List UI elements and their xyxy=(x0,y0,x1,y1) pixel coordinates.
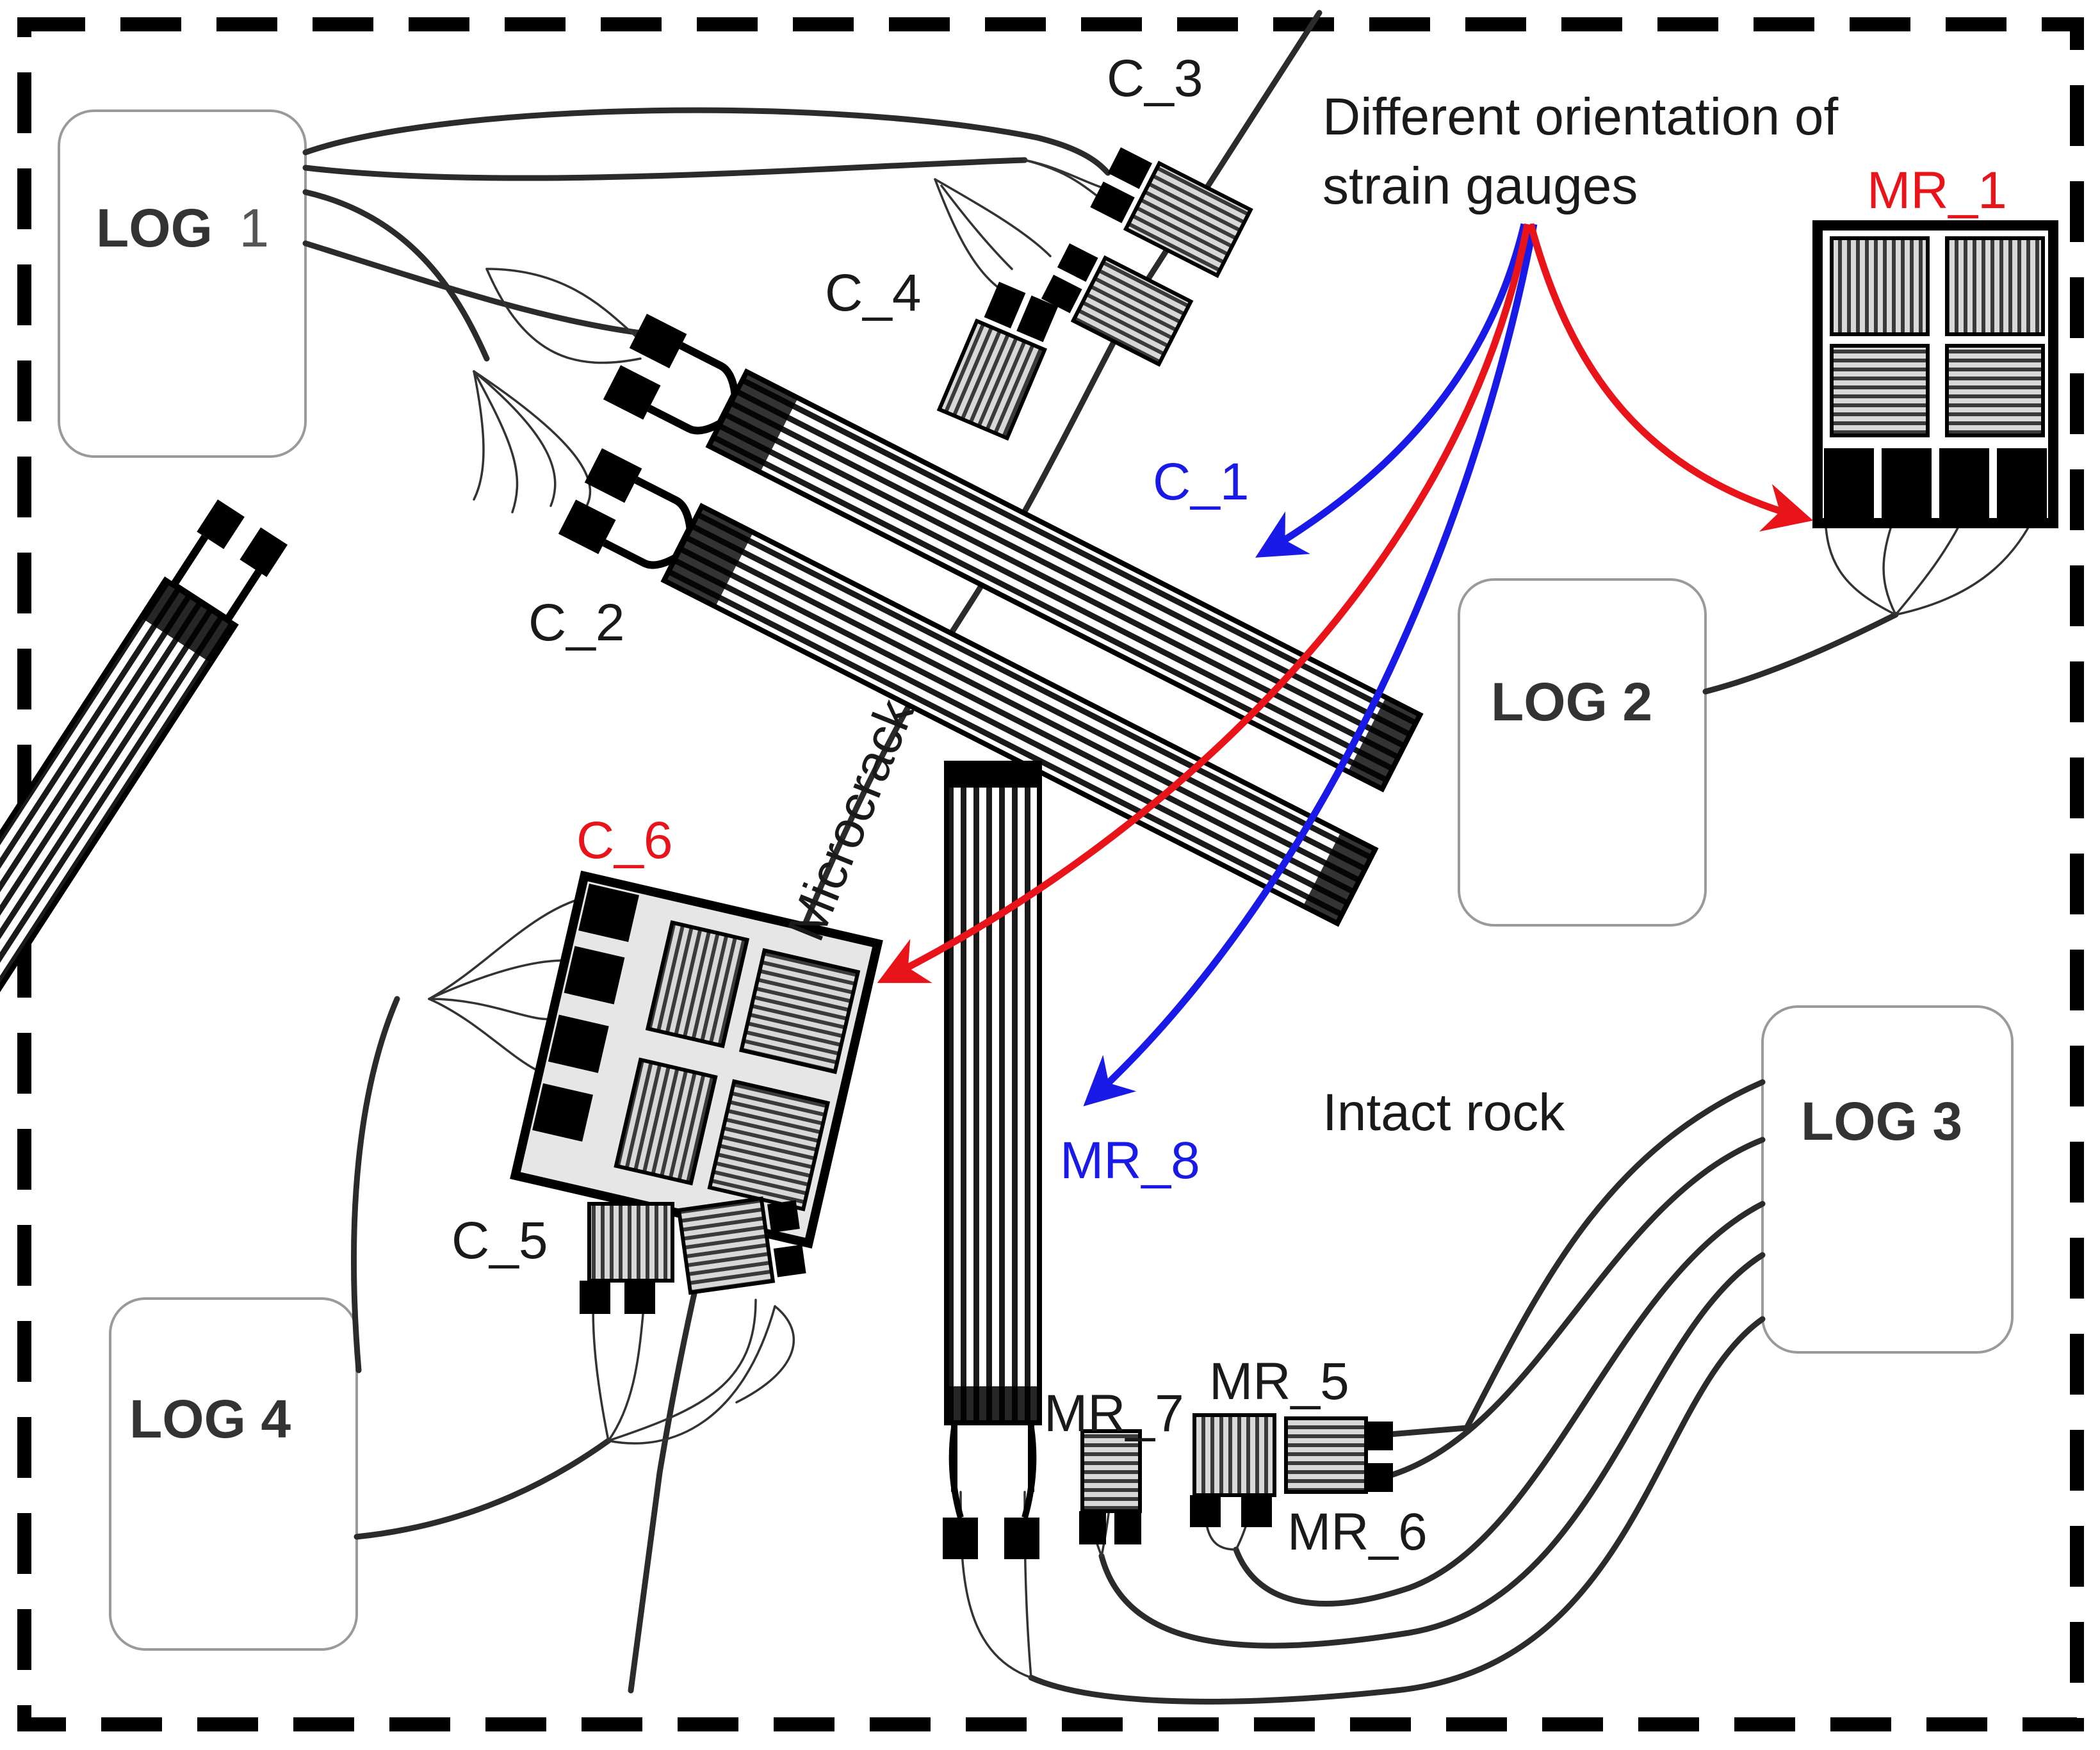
label-intact-rock: Intact rock xyxy=(1323,1083,1565,1142)
logger-log3: LOG 3 xyxy=(1761,1005,2014,1354)
gauge-c5-b xyxy=(676,1196,806,1295)
label-mr6: MR_6 xyxy=(1287,1503,1428,1561)
label-c6: C_6 xyxy=(576,811,672,870)
svg-text:LOG 1: LOG 1 xyxy=(96,198,269,258)
label-mr7: MR_7 xyxy=(1044,1384,1184,1443)
wires-log1 xyxy=(302,107,1119,514)
orientation-arrows xyxy=(877,223,1814,1106)
arrow-to-mr1 xyxy=(1527,223,1814,532)
gauge-c4-a xyxy=(1041,243,1194,367)
gauge-mr5 xyxy=(1190,1413,1276,1527)
logger-log1-prefix: LOG xyxy=(96,198,213,258)
logger-log2: LOG 2 xyxy=(1458,578,1707,927)
logger-log1-number: 1 xyxy=(239,198,269,258)
label-c3: C_3 xyxy=(1107,49,1203,108)
label-mr1: MR_1 xyxy=(1867,161,2007,220)
logger-log4-label: LOG 4 xyxy=(129,1389,291,1449)
logger-log4: LOG 4 xyxy=(109,1297,358,1651)
gauge-long-vertical xyxy=(943,761,1042,1559)
gauge-c5-a xyxy=(580,1202,674,1314)
arrow-to-c6 xyxy=(877,223,1531,984)
label-orientation-line1: Different orientation of xyxy=(1323,88,1839,146)
gauge-mr1 xyxy=(1812,220,2058,528)
label-orientation-line2: strain gauges xyxy=(1323,157,1638,215)
logger-log2-label: LOG 2 xyxy=(1491,672,1652,732)
logger-log3-label: LOG 3 xyxy=(1801,1091,1962,1151)
gauge-c3 xyxy=(1090,147,1253,279)
label-c1: C_1 xyxy=(1153,453,1249,511)
arrow-to-c1 xyxy=(1255,223,1528,558)
label-mr8: MR_8 xyxy=(1060,1131,1200,1190)
label-mr5: MR_5 xyxy=(1209,1352,1349,1411)
label-c5: C_5 xyxy=(452,1211,548,1270)
gauge-c4-b xyxy=(936,282,1059,441)
arrow-to-mr8 xyxy=(1083,223,1538,1106)
label-c4: C_4 xyxy=(825,264,921,322)
gauge-mr7 xyxy=(1079,1429,1142,1544)
gauge-c2-long xyxy=(0,499,288,1247)
gauge-c1-long-upper xyxy=(603,313,1424,793)
wires-log2 xyxy=(1702,511,2038,695)
label-c2: C_2 xyxy=(528,594,624,652)
logger-log1: LOG 1 xyxy=(58,109,307,458)
gauge-mr6 xyxy=(1284,1416,1393,1494)
label-microcrack: Microcrack xyxy=(776,691,925,949)
gauge-long-lower xyxy=(558,448,1379,927)
